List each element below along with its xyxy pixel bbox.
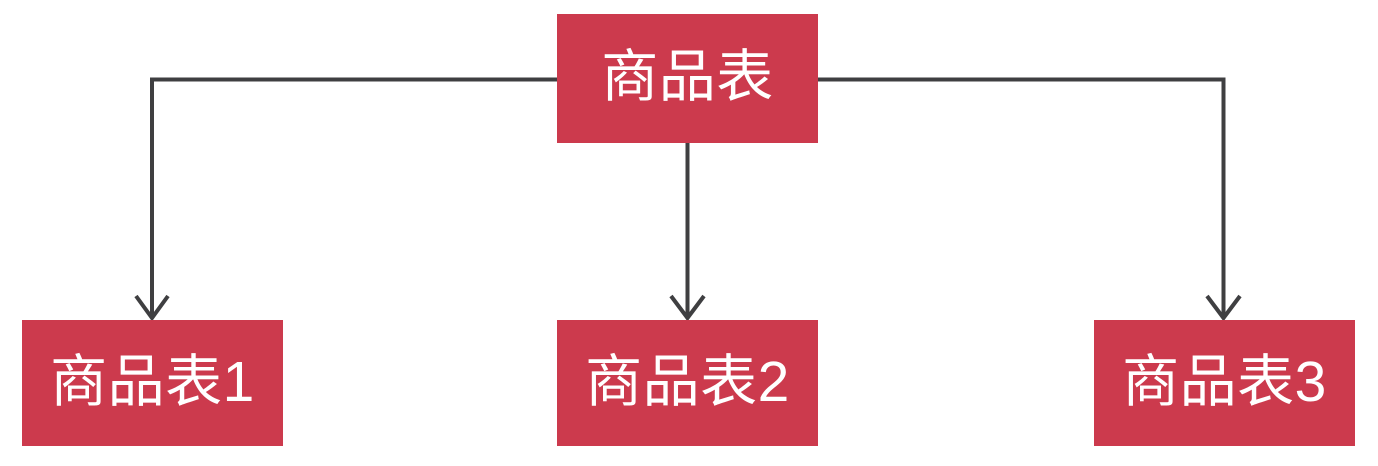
arrowhead-child-2 — [669, 294, 706, 322]
arrowhead-child-3 — [1205, 294, 1242, 322]
node-child-1[interactable]: 商品表1 — [22, 320, 283, 446]
node-root[interactable]: 商品表 — [557, 14, 818, 143]
arrowhead-child-1 — [134, 294, 170, 322]
edge-root-to-child-1 — [134, 77, 558, 322]
edge-root-to-child-2 — [669, 143, 706, 322]
node-child-2[interactable]: 商品表2 — [557, 320, 818, 446]
node-child-3[interactable]: 商品表3 — [1094, 320, 1355, 446]
edge-root-to-child-3 — [817, 77, 1242, 322]
node-child-1-label: 商品表1 — [50, 349, 255, 414]
edge-line-root-to-child-1 — [150, 77, 558, 316]
node-root-label: 商品表 — [601, 45, 774, 109]
node-child-3-label: 商品表3 — [1122, 349, 1327, 414]
node-child-2-label: 商品表2 — [585, 349, 790, 414]
edge-line-root-to-child-3 — [817, 77, 1226, 316]
